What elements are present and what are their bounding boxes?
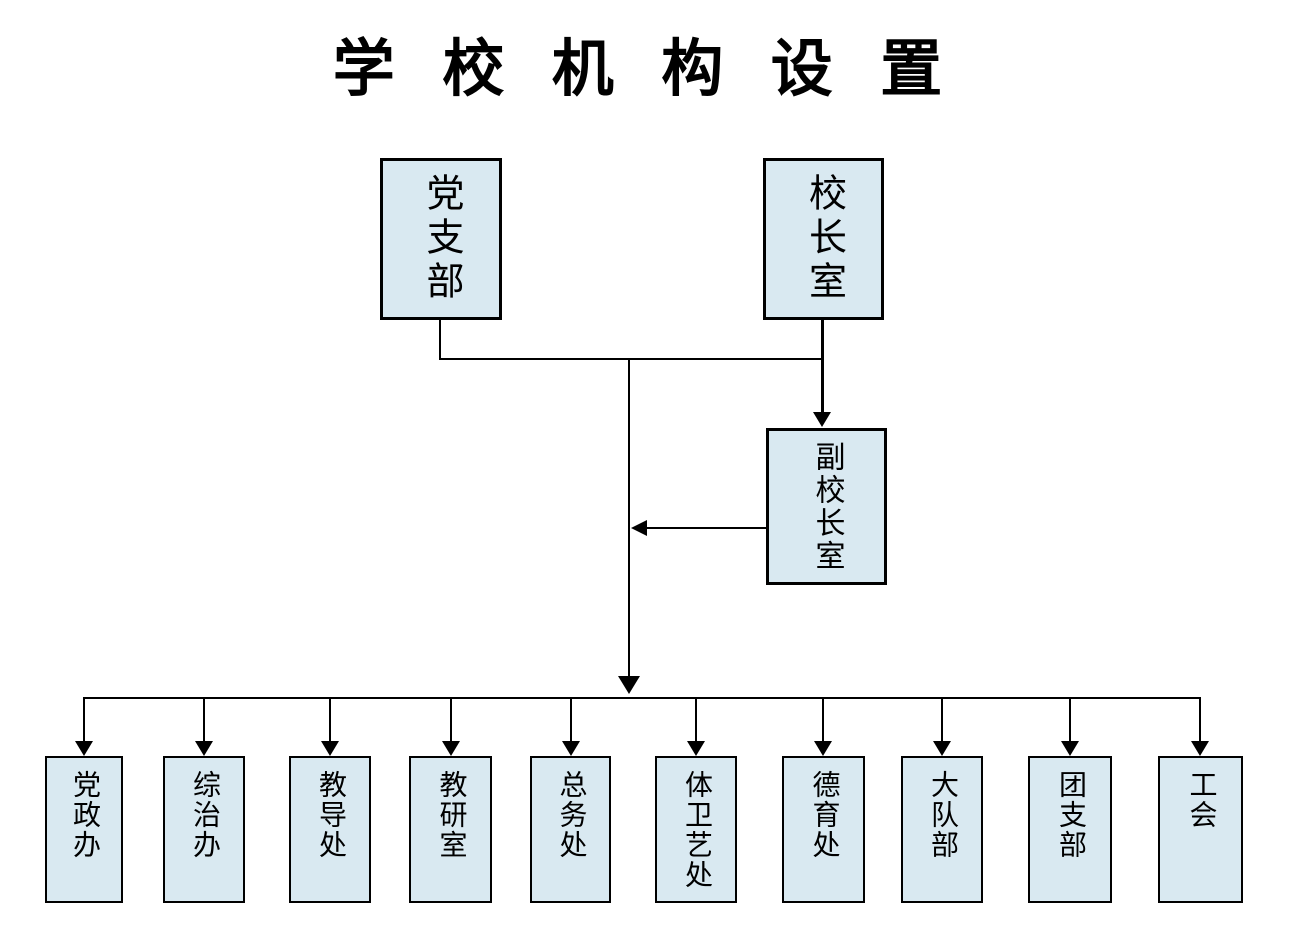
node-principal-office: 校长室	[763, 158, 884, 320]
arrow-down-icon	[1191, 741, 1209, 756]
connector-dept-stub	[1069, 697, 1071, 743]
connector-dept-stub	[570, 697, 572, 743]
node-dept-deyuchu: 德育处	[782, 756, 865, 903]
arrow-down-icon	[618, 676, 640, 694]
node-dept-label: 团支部	[1055, 770, 1086, 860]
node-dept-label: 综治办	[189, 770, 220, 860]
connector-dept-stub	[941, 697, 943, 743]
node-dept-label: 体卫艺处	[681, 770, 712, 890]
node-dept-label: 工会	[1185, 770, 1217, 830]
node-dept-gonghui: 工会	[1158, 756, 1243, 903]
arrow-down-icon	[562, 741, 580, 756]
connector-trunk-vertical	[628, 358, 630, 678]
connector-principal-to-vice	[821, 320, 824, 414]
node-dept-daduibu: 大队部	[901, 756, 983, 903]
node-dept-jiaoyanshi: 教研室	[409, 756, 492, 903]
node-dept-tuanzhibu: 团支部	[1028, 756, 1112, 903]
arrow-down-icon	[75, 741, 93, 756]
node-dept-zongzhiban: 综治办	[163, 756, 245, 903]
connector-dept-stub	[329, 697, 331, 743]
node-dept-dangzhengban: 党政办	[45, 756, 123, 903]
connector-dept-stub	[83, 697, 85, 743]
connector-dept-stub	[822, 697, 824, 743]
arrow-down-icon	[1061, 741, 1079, 756]
connector-dept-stub	[695, 697, 697, 743]
arrow-down-icon	[814, 741, 832, 756]
node-dept-label: 教导处	[315, 770, 346, 860]
arrow-down-icon	[687, 741, 705, 756]
node-dept-tiweiyichu: 体卫艺处	[655, 756, 737, 903]
node-dept-label: 教研室	[435, 770, 467, 860]
node-dept-jiaodaochu: 教导处	[289, 756, 371, 903]
node-dept-zongwuchu: 总务处	[530, 756, 611, 903]
arrow-down-icon	[813, 412, 831, 427]
node-dept-label: 德育处	[808, 770, 840, 860]
node-dept-label: 党政办	[69, 770, 100, 860]
node-principal-office-label: 校长室	[802, 173, 845, 305]
arrow-down-icon	[321, 741, 339, 756]
node-party-branch-label: 党支部	[420, 173, 462, 305]
node-vice-principal-office: 副校长室	[766, 428, 887, 585]
connector-vice-to-trunk	[647, 527, 766, 529]
connector-dept-stub	[1199, 697, 1201, 743]
arrow-down-icon	[195, 741, 213, 756]
node-party-branch: 党支部	[380, 158, 502, 320]
connector-party-branch-down	[439, 320, 441, 360]
node-dept-label: 总务处	[555, 770, 587, 860]
page-title: 学 校 机 构 设 置	[332, 36, 959, 104]
node-vice-principal-office-label: 副校长室	[810, 440, 844, 573]
arrow-down-icon	[442, 741, 460, 756]
arrow-down-icon	[933, 741, 951, 756]
connector-top-horizontal	[439, 358, 824, 360]
connector-dept-stub	[203, 697, 205, 743]
arrow-left-icon	[631, 520, 647, 536]
node-dept-label: 大队部	[927, 770, 958, 860]
connector-dept-stub	[450, 697, 452, 743]
connector-departments-horizontal	[84, 697, 1201, 699]
